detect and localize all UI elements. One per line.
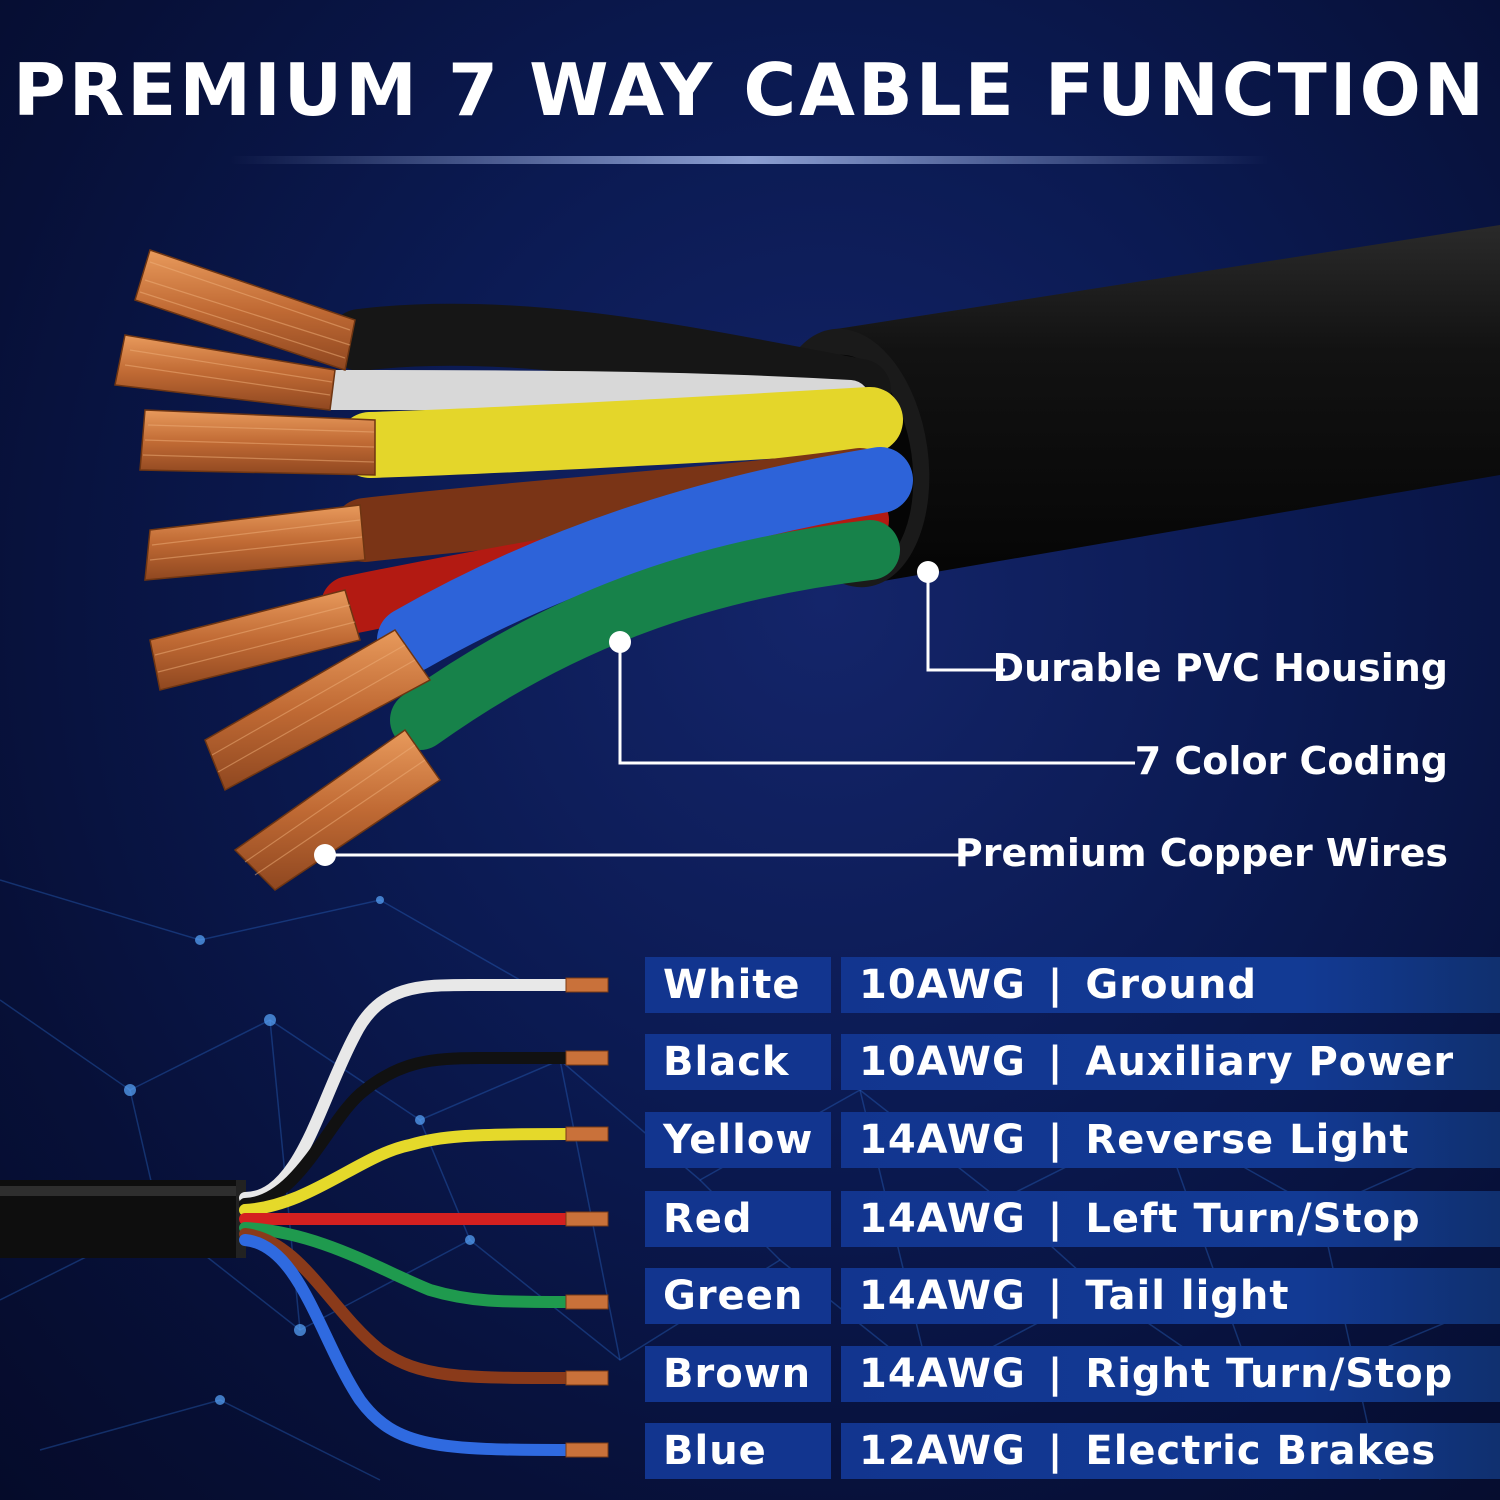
diagram-copper-tip-red [565, 1211, 609, 1227]
wire-function: Tail light [1085, 1273, 1290, 1319]
wire-spec: 10AWG | Ground [841, 957, 1500, 1013]
wire-function: Reverse Light [1085, 1117, 1410, 1163]
callout-label-housing: Durable PVC Housing [992, 646, 1448, 690]
diagram-wire-yellow [239, 1128, 574, 1216]
wire-yellow-insulation [337, 387, 903, 478]
separator: | [1047, 1428, 1064, 1474]
diagram-copper-tip-blue [565, 1442, 609, 1458]
wire-gauge: 10AWG [859, 1039, 1026, 1085]
diagram-wire-blue [239, 1234, 574, 1456]
diagram-copper-tip-yellow [565, 1126, 609, 1142]
wire-color-name: Red [645, 1191, 831, 1247]
wire-function: Electric Brakes [1085, 1428, 1437, 1474]
wire-gauge: 14AWG [859, 1273, 1026, 1319]
callout-label-coding: 7 Color Coding [1134, 739, 1448, 783]
callout-dot-housing [917, 561, 939, 583]
wire-spec: 14AWG | Left Turn/Stop [841, 1191, 1500, 1247]
diagram-copper-tip-white [565, 977, 609, 993]
spec-row-white: White 10AWG | Ground [645, 957, 1500, 1013]
diagram-wire-green [239, 1222, 574, 1308]
wire-green-insulation [390, 520, 900, 750]
title-underline [230, 156, 1270, 164]
wire-spec: 14AWG | Right Turn/Stop [841, 1346, 1500, 1402]
wire-color-name: Green [645, 1268, 831, 1324]
wire-spec: 14AWG | Reverse Light [841, 1112, 1500, 1168]
wire-gauge: 10AWG [859, 962, 1026, 1008]
diagram-copper-tip-brown [565, 1370, 609, 1386]
copper-strand-6 [204, 629, 432, 792]
copper-strand-2 [114, 334, 336, 411]
wire-spec: 14AWG | Tail light [841, 1268, 1500, 1324]
diagram-copper-tip-green [565, 1294, 609, 1310]
wire-gauge: 12AWG [859, 1428, 1026, 1474]
copper-strand-5 [149, 589, 361, 691]
spec-row-brown: Brown 14AWG | Right Turn/Stop [645, 1346, 1500, 1402]
separator: | [1047, 962, 1064, 1008]
page-title: PREMIUM 7 WAY CABLE FUNCTION [12, 48, 1488, 132]
separator: | [1047, 1196, 1064, 1242]
wire-function: Ground [1085, 962, 1258, 1008]
wire-spec: 12AWG | Electric Brakes [841, 1423, 1500, 1479]
spec-row-green: Green 14AWG | Tail light [645, 1268, 1500, 1324]
wire-function: Left Turn/Stop [1085, 1196, 1421, 1242]
wire-color-name: Yellow [645, 1112, 831, 1168]
copper-strand-1 [134, 249, 356, 371]
diagram-wire-white [239, 979, 574, 1204]
spec-row-black: Black 10AWG | Auxiliary Power [645, 1034, 1500, 1090]
copper-strand-3 [139, 409, 376, 476]
separator: | [1047, 1039, 1064, 1085]
callout-dot-copper [314, 844, 336, 866]
copper-strand-7 [233, 728, 442, 891]
separator: | [1047, 1117, 1064, 1163]
wire-function: Right Turn/Stop [1085, 1351, 1454, 1397]
wire-color-name: Blue [645, 1423, 831, 1479]
wire-function: Auxiliary Power [1085, 1039, 1455, 1085]
callout-line-coding [618, 642, 1135, 765]
wiring-diagram [0, 977, 609, 1458]
diagram-copper-tip-black [565, 1050, 609, 1066]
callout-label-copper: Premium Copper Wires [954, 831, 1448, 875]
diagram-wire-brown [239, 1228, 574, 1384]
wire-gauge: 14AWG [859, 1117, 1026, 1163]
wire-color-name: Brown [645, 1346, 831, 1402]
spec-row-yellow: Yellow 14AWG | Reverse Light [645, 1112, 1500, 1168]
callout-dot-coding [609, 631, 631, 653]
diagram-wire-black [239, 1052, 574, 1210]
wire-blue-insulation [377, 447, 913, 673]
spec-row-blue: Blue 12AWG | Electric Brakes [645, 1423, 1500, 1479]
wire-gauge: 14AWG [859, 1196, 1026, 1242]
wire-color-name: White [645, 957, 831, 1013]
separator: | [1047, 1351, 1064, 1397]
wire-color-name: Black [645, 1034, 831, 1090]
spec-row-red: Red 14AWG | Left Turn/Stop [645, 1191, 1500, 1247]
wire-gauge: 14AWG [859, 1351, 1026, 1397]
callout-line-housing [926, 572, 1005, 672]
wire-spec: 10AWG | Auxiliary Power [841, 1034, 1500, 1090]
separator: | [1047, 1273, 1064, 1319]
copper-strand-4 [144, 504, 366, 581]
